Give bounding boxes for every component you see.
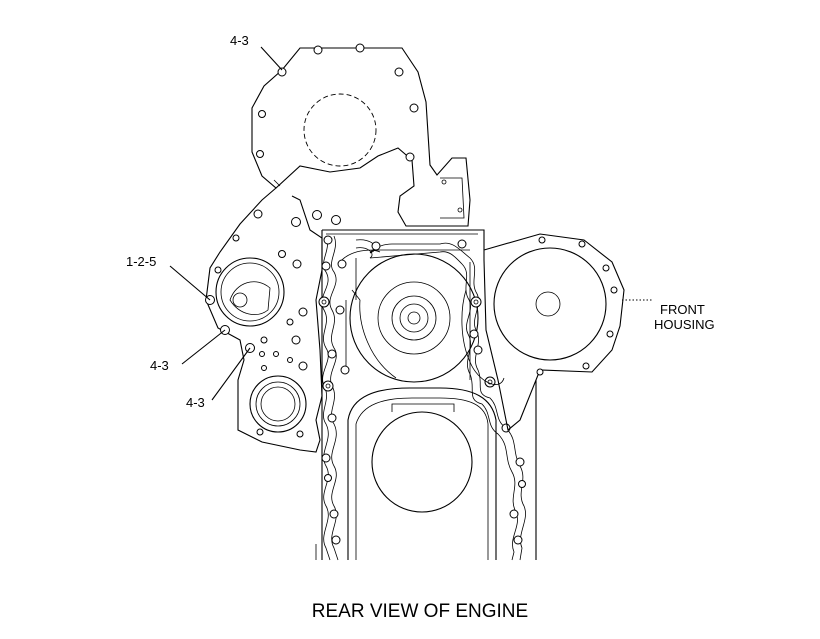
leader-left-middle: [181, 329, 226, 365]
right-sealing-bead: [355, 239, 526, 561]
right-gear-cover: [483, 233, 625, 432]
callout-left-lower-label: 4-3: [186, 395, 205, 410]
callout-housing-label: HOUSING: [654, 317, 715, 332]
central-timing-housing: [321, 229, 537, 560]
callout-leaders: [169, 46, 652, 401]
callout-top-label: 4-3: [230, 33, 249, 48]
callout-left-middle-label: 4-3: [150, 358, 169, 373]
diagram-caption: REAR VIEW OF ENGINE: [312, 601, 528, 622]
leader-left-upper: [169, 265, 211, 301]
leader-left-lower: [211, 347, 251, 401]
left-sealing-bead: [315, 235, 341, 561]
upper-cover-plate: [251, 43, 471, 227]
callout-left-upper-label: 1-2-5: [126, 254, 156, 269]
leader-top: [260, 46, 283, 71]
callout-front-label: FRONT: [660, 302, 705, 317]
left-housing-plate: [205, 187, 341, 453]
